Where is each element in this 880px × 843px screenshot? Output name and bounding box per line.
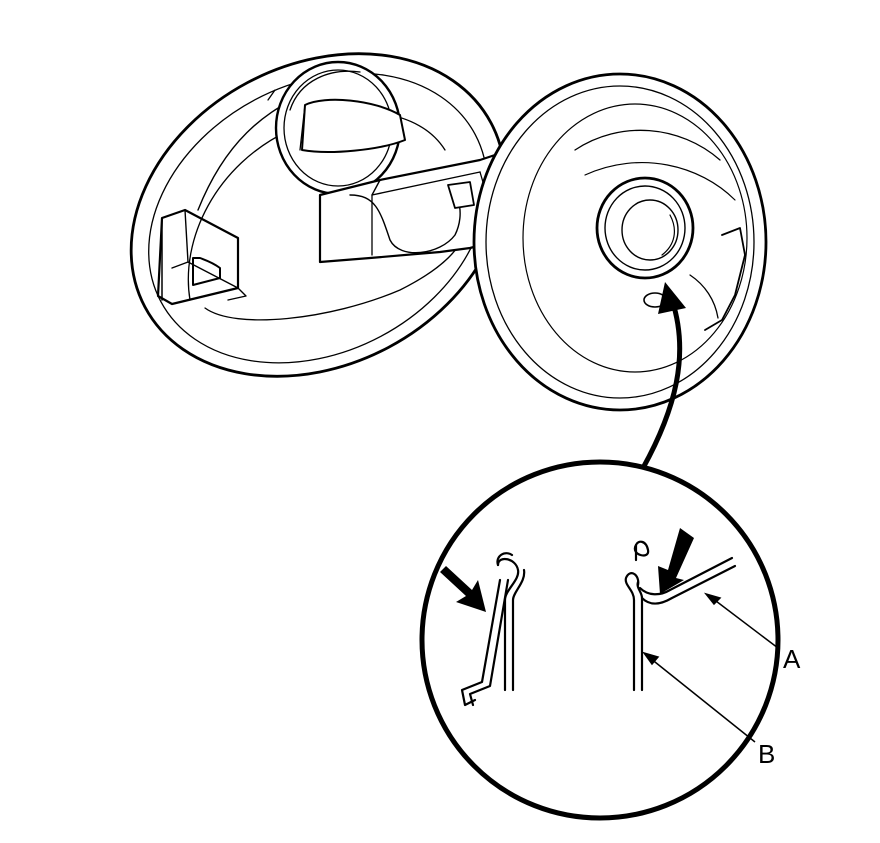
- callout-label-a: A: [783, 644, 801, 674]
- filler-housing: [472, 72, 768, 412]
- press-arrow-left: [440, 566, 486, 612]
- detail-leader-arrow: [640, 282, 686, 471]
- callout-label-b: B: [758, 739, 775, 769]
- clip-left-profile: [460, 552, 526, 707]
- detail-view: [419, 459, 781, 821]
- filler-neck: [595, 176, 695, 280]
- fuel-cap: [267, 60, 406, 196]
- clip-right-profile: [624, 540, 737, 692]
- press-arrow-right: [658, 528, 694, 594]
- door-latch-bracket: [156, 208, 247, 306]
- callout-leader-lines: [642, 592, 779, 743]
